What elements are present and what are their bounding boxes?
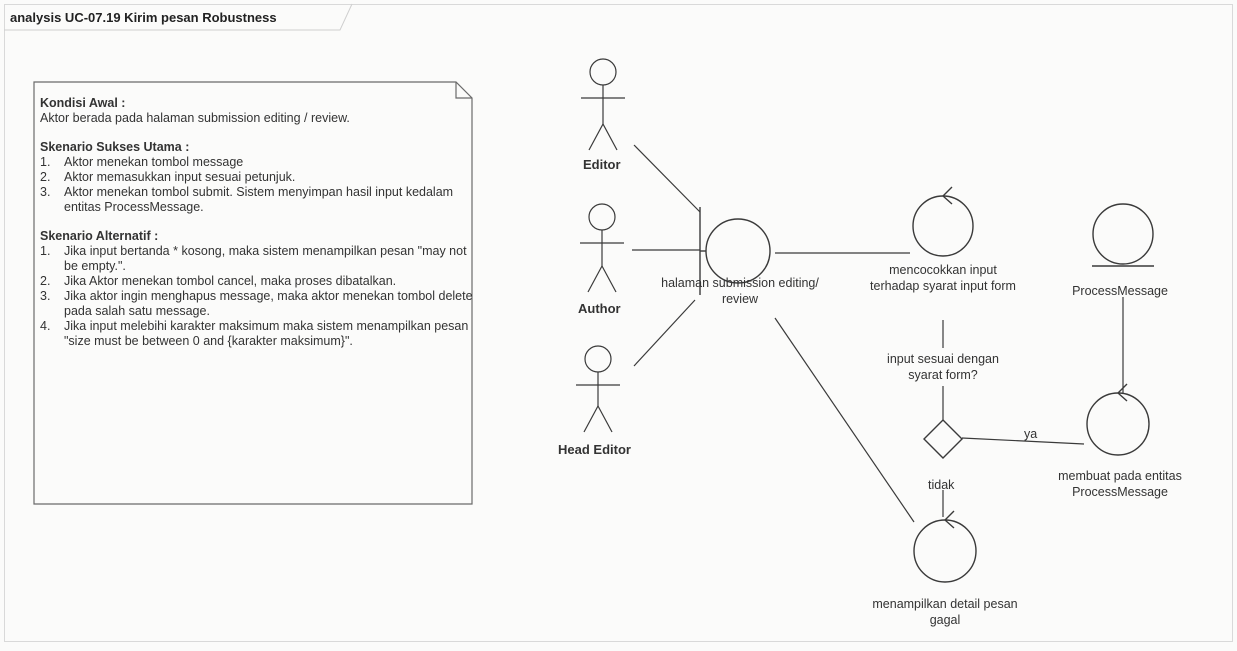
note-box (33, 81, 473, 505)
boundary-label: halaman submission editing/ review (661, 276, 819, 306)
actor-author (580, 203, 624, 293)
item-number: 2. (40, 274, 51, 288)
note-text: Kondisi Awal : Aktor berada pada halaman… (40, 96, 476, 363)
item-text: Jika Aktor menekan tombol cancel, maka p… (64, 274, 397, 288)
alt-heading: Skenario Alternatif : (40, 229, 159, 243)
item-number: 1. (40, 244, 51, 258)
item-number: 2. (40, 170, 51, 184)
item-text: Aktor menekan tombol message (64, 155, 244, 169)
main-scenario: Skenario Sukses Utama : 1. Aktor menekan … (40, 140, 476, 215)
initial-heading: Kondisi Awal : (40, 96, 126, 110)
edge-boundary-showfail (774, 317, 915, 523)
boundary-icon (699, 207, 771, 295)
diagram-frame (4, 4, 1233, 642)
edge-decision-create (961, 437, 1085, 445)
item-number: 3. (40, 185, 51, 199)
decision-no-label: tidak (928, 478, 955, 492)
actor-editor-label: Editor (583, 157, 621, 172)
actor-head-editor-label: Head Editor (558, 442, 631, 457)
control-create-icon (1086, 383, 1150, 456)
item-text: Jika input melebihi karakter maksimum ma… (64, 319, 469, 348)
item-text: Jika aktor ingin menghapus message, maka… (64, 289, 473, 318)
alt-item: 2. Jika Aktor menekan tombol cancel, maka… (40, 274, 476, 289)
control-match-label: mencocokkan input terhadap syarat input … (870, 263, 1016, 293)
entity-icon (1092, 203, 1154, 267)
edge-headeditor-boundary (633, 299, 696, 367)
item-text: Aktor menekan tombol submit. Sistem meny… (64, 185, 454, 214)
alt-item: 3. Jika aktor ingin menghapus message, ma… (40, 289, 476, 319)
initial-text: Aktor berada pada halaman submission edi… (40, 111, 350, 125)
item-number: 3. (40, 289, 51, 303)
item-text: Jika input bertanda * kosong, maka siste… (64, 244, 467, 273)
alt-item: 4. Jika input melebihi karakter maksimum … (40, 319, 476, 349)
control-match-icon (912, 186, 974, 257)
alt-item: 1. Jika input bertanda * kosong, maka sis… (40, 244, 476, 274)
initial-condition: Kondisi Awal : Aktor berada pada halaman… (40, 96, 476, 126)
main-item: 1. Aktor menekan tombol message (40, 155, 476, 170)
actor-editor (581, 58, 625, 151)
entity-label: ProcessMessage (1072, 284, 1168, 298)
item-number: 1. (40, 155, 51, 169)
main-item: 3. Aktor menekan tombol submit. Sistem me… (40, 185, 476, 215)
diagram-title: analysis UC-07.19 Kirim pesan Robustness (10, 10, 277, 25)
item-text: Aktor memasukkan input sesuai petunjuk. (64, 170, 296, 184)
control-create-label: membuat pada entitas ProcessMessage (1058, 469, 1182, 499)
control-showfail-label: menampilkan detail pesan gagal (872, 597, 1018, 627)
edge-editor-boundary (633, 144, 701, 213)
title-tab-outline (4, 3, 353, 31)
control-showfail-icon (913, 510, 977, 583)
decision-question-label: input sesuai dengan syarat form? (887, 352, 999, 382)
actor-author-label: Author (578, 301, 621, 316)
item-number: 4. (40, 319, 51, 333)
main-heading: Skenario Sukses Utama : (40, 140, 190, 154)
decision-diamond (923, 419, 963, 459)
actor-head-editor (576, 345, 620, 433)
decision-yes-label: ya (1024, 427, 1038, 441)
main-item: 2. Aktor memasukkan input sesuai petunjuk… (40, 170, 476, 185)
alternative-scenario: Skenario Alternatif : 1. Jika input berta… (40, 229, 476, 349)
